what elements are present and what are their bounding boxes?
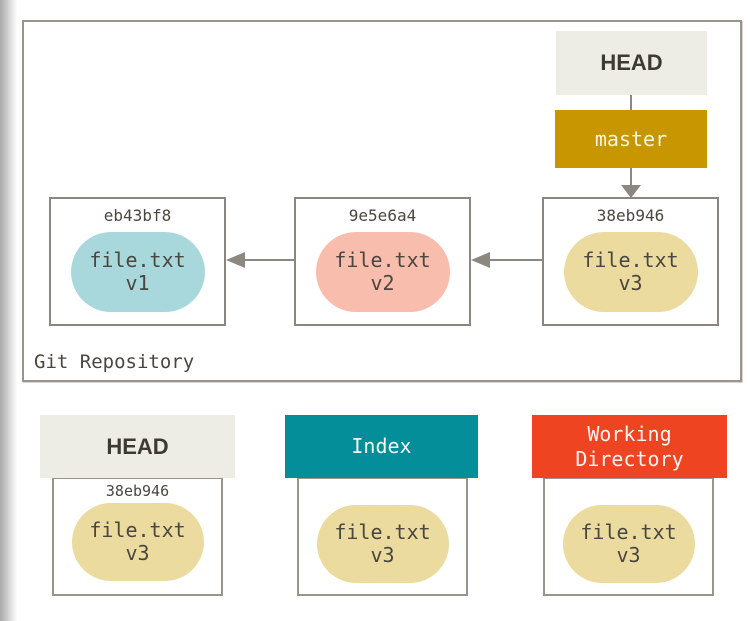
index-tree-box: file.txt v3 <box>297 477 468 596</box>
git-repository-label: Git Repository <box>34 351 195 373</box>
file-blob-v1: file.txt v1 <box>70 232 205 312</box>
commit-link-line <box>244 259 294 261</box>
head-tree-label: HEAD <box>106 433 169 459</box>
commit-box-v2: 9e5e6a4 file.txt v2 <box>294 197 471 326</box>
file-version: v3 <box>125 541 150 565</box>
branch-ref-box: master <box>555 110 707 168</box>
file-version: v2 <box>370 271 395 295</box>
branch-ref-label: master <box>594 127 668 151</box>
file-version: v3 <box>370 543 395 567</box>
file-version: v1 <box>125 271 150 295</box>
head-tree-header: HEAD <box>40 415 235 478</box>
workdir-tree-box: file.txt v3 <box>543 477 714 596</box>
file-name: file.txt <box>89 248 186 272</box>
page-edge-shadow <box>0 0 17 621</box>
head-to-branch-line <box>630 95 632 110</box>
commit-link-line <box>489 259 542 261</box>
commit-hash: 9e5e6a4 <box>348 206 417 225</box>
file-version: v3 <box>616 543 641 567</box>
workdir-tree-header: Working Directory <box>532 415 727 478</box>
commit-hash: eb43bf8 <box>103 206 172 225</box>
file-name: file.txt <box>89 518 186 542</box>
index-tree-label: Index <box>351 434 412 458</box>
commit-box-v3: 38eb946 file.txt v3 <box>542 197 719 326</box>
file-blob-v3: file.txt v3 <box>71 503 204 581</box>
workdir-tree-label: Working Directory <box>575 421 684 471</box>
file-blob-v3: file.txt v3 <box>316 505 449 583</box>
file-name: file.txt <box>582 248 679 272</box>
head-ref-box: HEAD <box>556 31 707 95</box>
commit-hash: 38eb946 <box>596 206 665 225</box>
head-tree-hash: 38eb946 <box>105 482 170 500</box>
file-blob-v3: file.txt v3 <box>563 232 698 312</box>
branch-to-commit-line <box>630 168 632 186</box>
arrow-down-icon <box>621 185 641 198</box>
file-name: file.txt <box>334 248 431 272</box>
arrow-left-icon <box>226 252 245 268</box>
head-tree-box: 38eb946 file.txt v3 <box>52 477 223 596</box>
commit-box-v1: eb43bf8 file.txt v1 <box>49 197 226 326</box>
file-blob-v3: file.txt v3 <box>562 505 695 583</box>
file-name: file.txt <box>580 520 677 544</box>
file-name: file.txt <box>334 520 431 544</box>
file-version: v3 <box>618 271 643 295</box>
head-ref-label: HEAD <box>600 50 663 75</box>
arrow-left-icon <box>471 252 490 268</box>
file-blob-v2: file.txt v2 <box>315 232 450 312</box>
index-tree-header: Index <box>285 415 478 478</box>
